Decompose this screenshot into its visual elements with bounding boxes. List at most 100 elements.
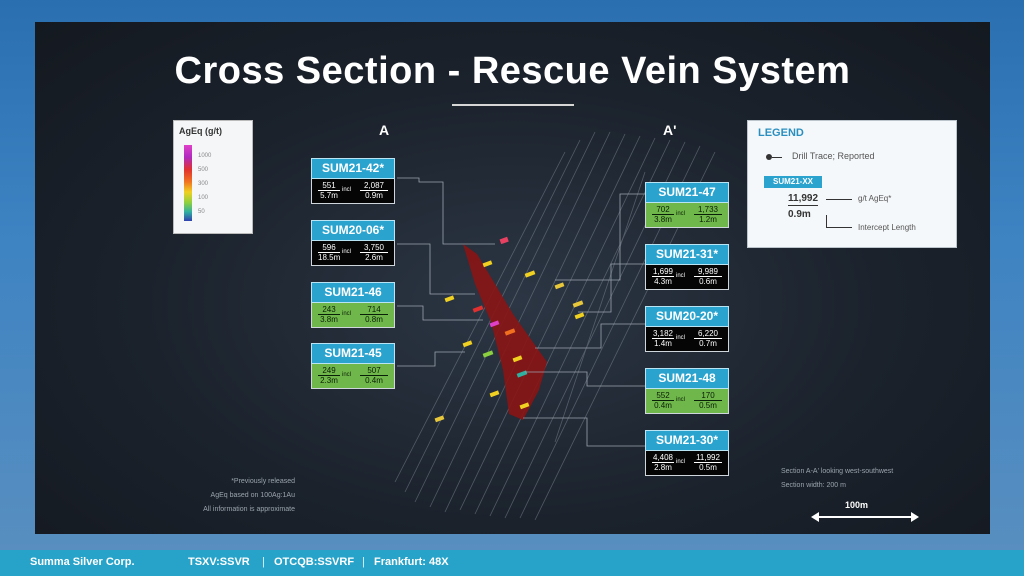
leader-line (523, 417, 645, 447)
including-length: 0.8m (365, 315, 383, 324)
intercept-length: 18.5m (318, 253, 341, 262)
title-underline (452, 104, 574, 106)
intercept-mark (472, 305, 484, 313)
drill-hole-label: SUM21-31* 1,699 4.3m incl 9,989 0.6m (645, 244, 729, 290)
intercept-values: 4,408 2.8m incl 11,992 0.5m (645, 451, 729, 476)
scale-arrow-right-icon (911, 512, 919, 522)
including-length: 0.7m (699, 339, 717, 348)
grade-color-bar (184, 145, 192, 221)
drill-trace (489, 139, 671, 517)
leader-line (525, 371, 645, 387)
intercept-length: 0.4m (654, 401, 672, 410)
scale-bar-label: 100m (845, 500, 869, 510)
drill-trace (444, 133, 626, 513)
including-label: incl (676, 397, 686, 403)
intercept-mark (572, 300, 584, 308)
including-length: 0.6m (699, 277, 717, 286)
intercept-length: 5.7m (320, 191, 338, 200)
drill-hole-name: SUM21-47 (645, 182, 729, 203)
drill-hole-label: SUM21-30* 4,408 2.8m incl 11,992 0.5m (645, 430, 729, 476)
footer-frankfurt: Frankfurt: 48X (374, 556, 449, 568)
including-grade: 1,733 (694, 205, 722, 215)
drill-hole-label: SUM21-42* 551 5.7m incl 2,087 0.9m (311, 158, 395, 204)
leader-line (397, 177, 495, 245)
intercept-grade: 552 (652, 391, 674, 401)
drill-trace (429, 131, 611, 508)
intercept-mark (524, 270, 536, 278)
intercept-mark (482, 350, 494, 358)
drill-hole-label: SUM21-45 249 2.3m incl 507 0.4m (311, 343, 395, 389)
slide-title: Cross Section - Rescue Vein System (174, 50, 851, 92)
footer-tsxv: TSXV:SSVR (188, 556, 250, 568)
drill-trace-line-icon (772, 157, 782, 158)
including-grade: 170 (694, 391, 722, 401)
leader-line (397, 351, 465, 367)
intercept-mark (512, 355, 523, 363)
legend-grade-pointer-icon (826, 199, 852, 200)
section-label-a: A (379, 122, 390, 138)
drill-hole-name: SUM21-46 (311, 282, 395, 303)
intercept-length: 3.8m (654, 215, 672, 224)
including-grade: 11,992 (694, 453, 722, 463)
intercept-mark (489, 390, 500, 398)
legend-box: LEGEND Drill Trace; Reported SUM21-XX 11… (747, 120, 957, 248)
including-grade: 2,087 (360, 181, 388, 191)
footer-bar: Summa Silver Corp. TSXV:SSVR | OTCQB:SSV… (0, 550, 1024, 576)
drill-hole-name: SUM21-42* (311, 158, 395, 179)
footnote: *Previously released (231, 478, 295, 485)
legend-length-label: Intercept Length (858, 223, 916, 232)
footnote: All information is approximate (203, 506, 295, 513)
drill-hole-name: SUM20-20* (645, 306, 729, 327)
intercept-mark (574, 312, 585, 320)
grade-scale-tick: 100 (198, 195, 209, 201)
cross-section-drawing (394, 131, 716, 521)
footer-separator: | (262, 556, 265, 568)
intercept-grade: 243 (318, 305, 340, 315)
including-label: incl (342, 311, 352, 317)
including-length: 0.5m (699, 401, 717, 410)
legend-hole-example: SUM21-XX (764, 176, 822, 188)
drill-trace (474, 137, 656, 515)
intercept-grade: 702 (652, 205, 674, 215)
footer-company: Summa Silver Corp. (30, 556, 135, 568)
intercept-values: 596 18.5m incl 3,750 2.6m (311, 241, 395, 266)
legend-grade-example: 11,992 (788, 193, 819, 206)
intercept-grade: 596 (318, 243, 340, 253)
including-label: incl (676, 459, 686, 465)
including-length: 0.5m (699, 463, 717, 472)
including-length: 0.4m (365, 376, 383, 385)
grade-scale-title: AgEq (g/t) (179, 126, 222, 136)
scale-arrow-left-icon (811, 512, 819, 522)
section-note: Section A-A' looking west-southwest (781, 468, 894, 475)
drill-hole-label: SUM21-47 702 3.8m incl 1,733 1.2m (645, 182, 729, 228)
intercept-length: 1.4m (654, 339, 672, 348)
footnote: AgEq based on 100Ag:1Au (210, 492, 295, 499)
leader-lines (397, 177, 645, 447)
grade-scale-tick: 300 (198, 181, 209, 187)
intercept-values: 3,182 1.4m incl 6,220 0.7m (645, 327, 729, 352)
including-label: incl (342, 249, 352, 255)
intercept-mark (489, 320, 500, 328)
including-grade: 6,220 (694, 329, 722, 339)
legend-trace-label: Drill Trace; Reported (792, 151, 875, 161)
drill-trace (554, 171, 646, 443)
footer-otcqb: OTCQB:SSVRF (274, 556, 355, 568)
including-grade: 714 (360, 305, 388, 315)
intercept-mark (482, 260, 493, 268)
intercept-mark (462, 340, 473, 348)
grade-color-scale: AgEq (g/t) 1000 500 300 100 50 (173, 120, 253, 234)
footer-separator: | (362, 556, 365, 568)
grade-scale-tick: 1000 (198, 153, 212, 159)
drill-trace (394, 151, 566, 483)
intercept-length: 3.8m (320, 315, 338, 324)
drill-trace-marker-icon (766, 154, 772, 160)
intercept-values: 551 5.7m incl 2,087 0.9m (311, 179, 395, 204)
including-label: incl (676, 335, 686, 341)
intercept-length: 2.8m (654, 463, 672, 472)
legend-title: LEGEND (758, 127, 804, 139)
drill-hole-name: SUM21-48 (645, 368, 729, 389)
drill-hole-label: SUM21-46 243 3.8m incl 714 0.8m (311, 282, 395, 328)
drill-hole-name: SUM21-30* (645, 430, 729, 451)
drill-hole-name: SUM21-45 (311, 343, 395, 364)
leader-line (397, 243, 475, 295)
